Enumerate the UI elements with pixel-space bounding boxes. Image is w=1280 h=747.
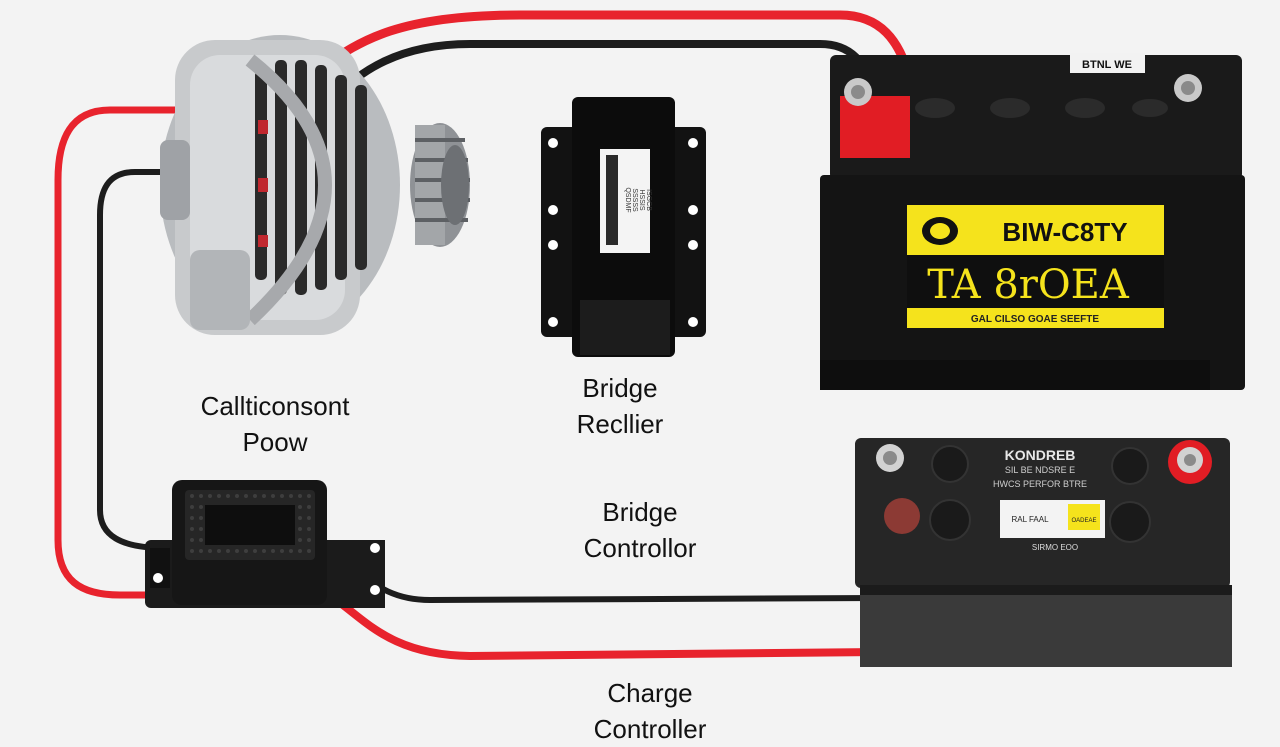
rectifier-caption: Bridge Recllier: [520, 370, 720, 442]
grille-dot: [280, 494, 284, 498]
rectifier-sticker-line: ISGCB: [645, 189, 652, 211]
pulley: [410, 123, 470, 247]
alternator: [160, 35, 470, 335]
grille-dot: [199, 494, 203, 498]
grille-dot: [307, 527, 311, 531]
red-wire-alternator-to-battery: [317, 10, 915, 85]
grille-dot: [190, 516, 194, 520]
battery-small-sub2: HWCS PERFOR BTRE: [993, 479, 1087, 489]
grille-dot: [298, 516, 302, 520]
grille-dot: [199, 549, 203, 553]
controller-caption: Bridge Controllor: [540, 494, 740, 566]
grille-dot: [208, 494, 212, 498]
battery-brand-text: BIW-C8TY: [1002, 217, 1127, 247]
alternator-vents: [255, 60, 367, 295]
grille-dot: [190, 538, 194, 542]
battery-top-sticker-text: BTNL WE: [1082, 59, 1132, 71]
grille-dot: [190, 494, 194, 498]
grille-dot: [262, 494, 266, 498]
rectifier-sticker-line: QSDMF: [624, 187, 631, 212]
red-wire-left-loop: [54, 106, 184, 599]
battery-large-terminals: [844, 74, 1202, 106]
grille-dot: [199, 516, 203, 520]
grille-dot: [208, 549, 212, 553]
battery-model-text: TA 8rOEA: [927, 262, 1130, 308]
black-wire-left-loop: [97, 169, 178, 551]
battery-small-header: KONDREB: [1005, 447, 1076, 463]
grille-dot: [217, 494, 221, 498]
grille-dot: [190, 527, 194, 531]
grille-dot: [235, 549, 239, 553]
grille-dot: [307, 516, 311, 520]
rectifier-sticker-line: HSSIS: [638, 189, 645, 210]
alternator-caption: Callticonsont Poow: [140, 388, 410, 460]
rectifier-caption-line2: Recllier: [576, 409, 664, 439]
grille-dot: [289, 549, 293, 553]
positive-terminal-cover: [840, 96, 910, 158]
grille-dot: [262, 549, 266, 553]
battery-small-line-text: GAL CILSO GOAE SEEFTE: [971, 314, 1099, 325]
grille-dot: [298, 527, 302, 531]
grille-dot: [244, 494, 248, 498]
grille-dot: [307, 549, 311, 553]
grille-dot: [235, 494, 239, 498]
grille-dot: [271, 549, 275, 553]
battery-small-sub1: SIL BE NDSRE E: [1005, 465, 1075, 475]
grille-dot: [190, 505, 194, 509]
grille-dot: [199, 527, 203, 531]
grille-dot: [298, 505, 302, 509]
grille-dot: [280, 549, 284, 553]
controller-caption-line1: Bridge: [602, 497, 678, 527]
grille-dot: [307, 538, 311, 542]
grille-dot: [244, 549, 248, 553]
black-wire-alternator-to-battery: [326, 40, 876, 106]
grille-dot: [226, 494, 230, 498]
charge-caption: Charge Controller: [540, 675, 760, 747]
grille-dot: [253, 549, 257, 553]
charge-controller-box: [145, 480, 385, 608]
battery-small: KONDREB SIL BE NDSRE E HWCS PERFOR BTRE …: [855, 438, 1232, 667]
battery-large: BTNL WE BIW-C8TY TA 8rOEA GAL CILSO GOAE…: [820, 53, 1245, 390]
charge-caption-line2: Controller: [593, 714, 707, 744]
charge-caption-line1: Charge: [607, 678, 693, 708]
controller-caption-line2: Controllor: [583, 533, 697, 563]
grille-dot: [271, 494, 275, 498]
grille-dot: [298, 494, 302, 498]
battery-small-bottom-text: SIRMO EOO: [1032, 543, 1078, 552]
grille-dot: [307, 505, 311, 509]
grille-dot: [298, 538, 302, 542]
battery-small-tag-left: RAL FAAL: [1011, 515, 1049, 524]
grille-dot: [289, 494, 293, 498]
grille-dot: [226, 549, 230, 553]
battery-top-sticker: [1070, 53, 1145, 73]
alternator-caption-line2: Poow: [242, 427, 308, 457]
rectifier-sticker-line: SSSSS: [631, 188, 638, 212]
grille-dot: [199, 538, 203, 542]
grille-dot: [253, 494, 257, 498]
grille-dot: [190, 549, 194, 553]
grille-dot: [199, 505, 203, 509]
grille-dot: [307, 494, 311, 498]
grille-dot: [217, 549, 221, 553]
rectifier-caption-line1: Bridge: [582, 373, 658, 403]
battery-small-tag-right: OADEAE: [1071, 518, 1096, 524]
alternator-caption-line1: Callticonsont: [200, 391, 350, 421]
grille-dot: [298, 549, 302, 553]
